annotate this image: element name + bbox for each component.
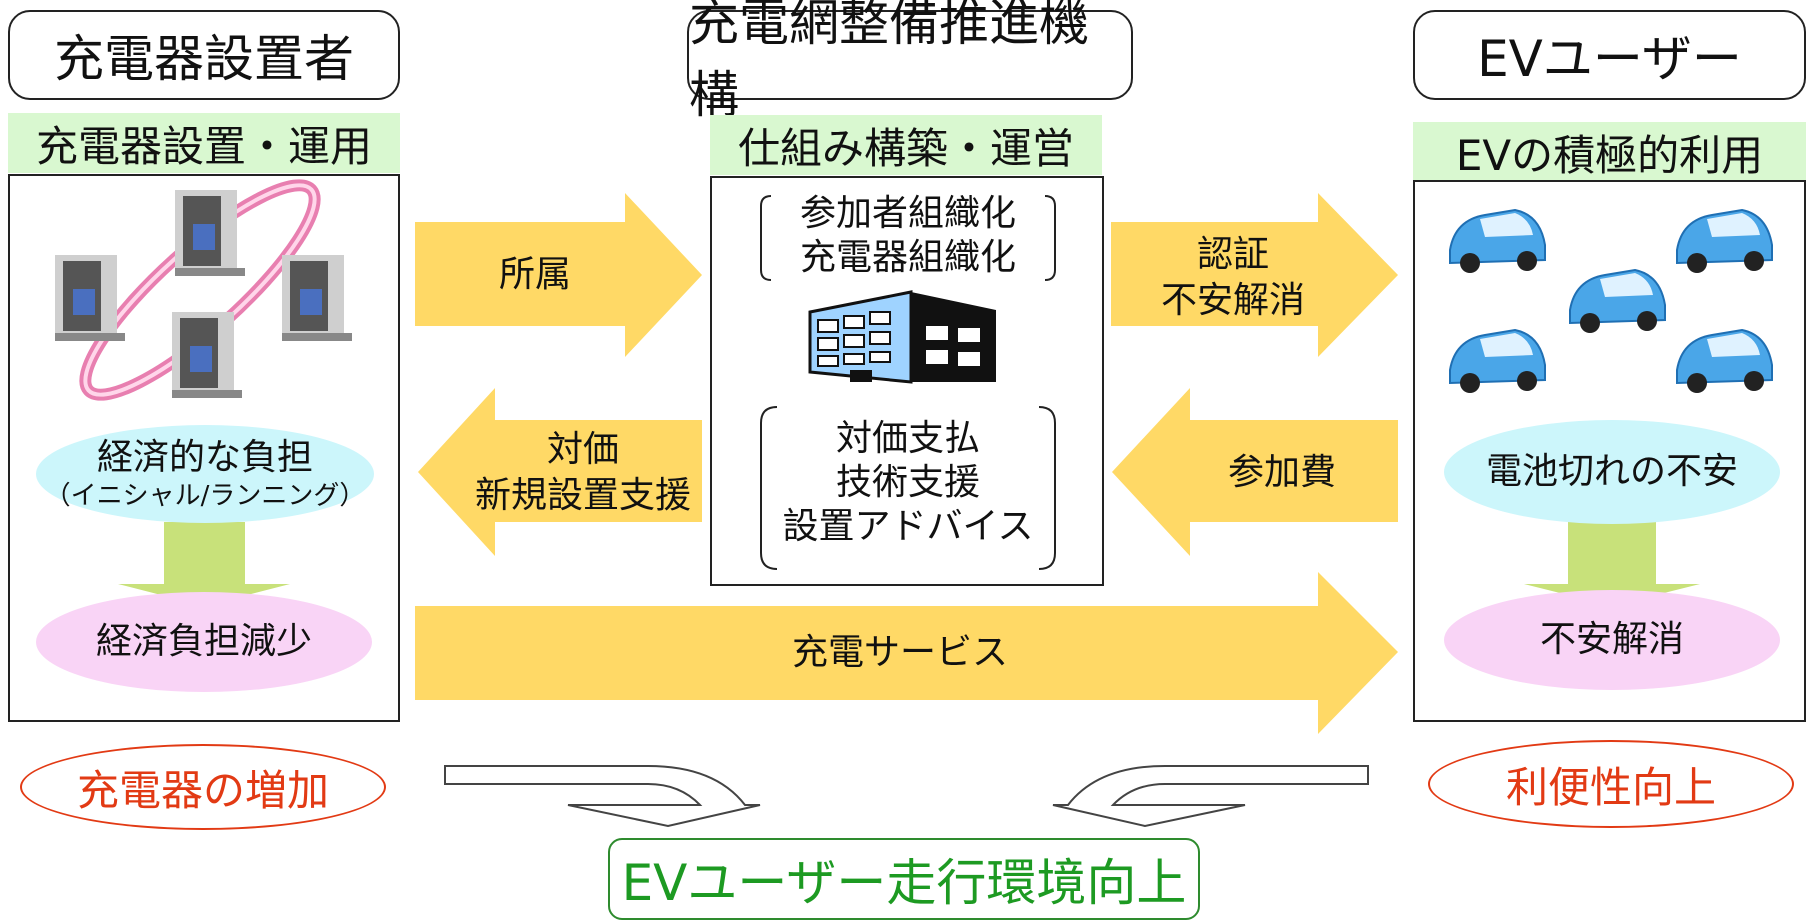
fee-text: 参加費 — [1227, 452, 1336, 493]
left-curved-arrow — [444, 765, 761, 828]
bottom-item: 設置アドバイス — [782, 506, 1034, 547]
charging-service-label: 充電サービス — [700, 628, 1100, 678]
bottom-bracket-group: 対価支払 技術支援 設置アドバイス — [757, 403, 1059, 573]
top-item: 充電器組織化 — [799, 237, 1016, 278]
left-outcome: 充電器の増加 — [20, 744, 386, 830]
bottom-bracket-icon — [760, 406, 1056, 570]
center-band: 仕組み構築・運営 — [710, 115, 1102, 175]
right-panel — [1413, 180, 1806, 722]
compensation-label: 対価 新規設置支援 — [458, 425, 708, 521]
certification-label: 認証 不安解消 — [1128, 230, 1338, 326]
charging-service-arrow — [415, 572, 1398, 734]
right-down-arrow — [1524, 522, 1700, 606]
left-result-ellipse: 経済負担減少 — [36, 592, 372, 692]
certification-line: 認証 — [1196, 234, 1269, 275]
top-bracket-group: 参加者組織化 充電器組織化 — [757, 192, 1059, 284]
certification-arrow — [1111, 193, 1398, 357]
right-curved-arrow — [1052, 765, 1369, 828]
burden-main: 経済的な負担 — [96, 437, 313, 478]
belong-label: 所属 — [450, 250, 620, 300]
compensation-arrow — [418, 388, 702, 556]
anxiety-text: 電池切れの不安 — [1485, 451, 1738, 492]
burden-sub: （イニシャル/ランニング） — [44, 481, 366, 511]
fee-arrow — [1112, 388, 1398, 556]
left-band: 充電器設置・運用 — [8, 113, 400, 173]
center-panel: 参加者組織化 充電器組織化 対価支払 技術支援 設置アドバイス — [710, 176, 1104, 586]
fee-label: 参加費 — [1182, 448, 1382, 498]
ev-cars-icon — [1449, 208, 1773, 393]
right-outcome: 利便性向上 — [1428, 740, 1794, 828]
belong-arrow — [415, 193, 702, 357]
left-burden-ellipse: 経済的な負担 （イニシャル/ランニング） — [36, 425, 374, 523]
top-item: 参加者組織化 — [799, 193, 1016, 234]
center-header: 充電網整備推進機構 — [687, 0, 1133, 124]
final-goal: EVユーザー走行環境向上 — [608, 838, 1200, 920]
right-result-text: 不安解消 — [1539, 619, 1684, 660]
top-bracket-icon — [760, 195, 1056, 281]
certification-line: 不安解消 — [1160, 280, 1305, 321]
bottom-item: 対価支払 — [835, 418, 980, 459]
belong-text: 所属 — [498, 254, 571, 295]
left-header: 充電器設置者 — [8, 10, 400, 100]
right-band: EVの積極的利用 — [1413, 122, 1806, 182]
charger-cluster-icon — [55, 179, 352, 401]
compensation-line: 対価 — [546, 429, 619, 470]
right-header: EVユーザー — [1413, 10, 1806, 100]
building-icon — [808, 290, 996, 384]
left-result-text: 経済負担減少 — [95, 621, 312, 662]
left-down-arrow — [118, 522, 290, 606]
compensation-line: 新規設置支援 — [474, 475, 691, 516]
left-panel — [8, 174, 400, 722]
right-anxiety-ellipse: 電池切れの不安 — [1444, 420, 1780, 524]
right-result-ellipse: 不安解消 — [1444, 590, 1780, 690]
bottom-item: 技術支援 — [835, 462, 980, 503]
charging-service-text: 充電サービス — [791, 632, 1008, 673]
